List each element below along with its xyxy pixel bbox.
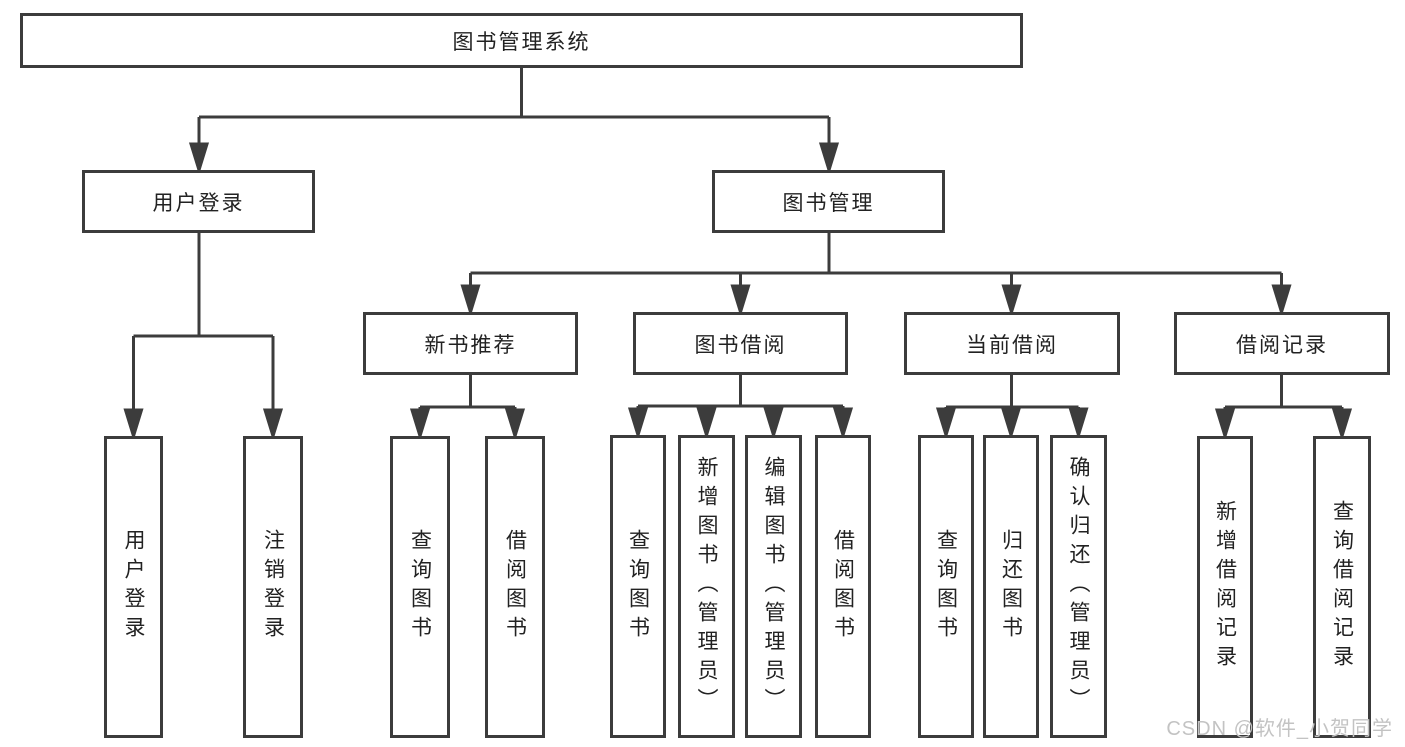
leaf-borrow-books: 借阅图书: [815, 435, 871, 738]
connector-book-management: [460, 233, 1292, 318]
node-label: 注销登录: [261, 529, 285, 645]
connector-new-book-recommend: [409, 375, 526, 442]
leaf-add-books-admin: 新增图书（管理员）: [678, 435, 735, 738]
node-new-book-recommend: 新书推荐: [363, 312, 578, 375]
node-label: 用户登录: [122, 529, 145, 645]
node-label: 查询图书: [626, 528, 650, 645]
leaf-user-login: 用户登录: [104, 436, 163, 738]
leaf-return-books: 归还图书: [983, 435, 1039, 738]
node-label: 确认归还（管理员）: [1067, 456, 1090, 717]
leaf-borrow-books-recommend: 借阅图书: [485, 436, 545, 738]
node-label: 借阅图书: [503, 529, 527, 645]
node-label: 新增图书（管理员）: [695, 456, 718, 717]
node-label: 借阅记录: [1236, 333, 1328, 357]
node-current-borrow: 当前借阅: [904, 312, 1120, 375]
connector-current-borrow: [935, 375, 1089, 441]
node-label: 查询图书: [408, 529, 432, 645]
node-label: 图书管理系统: [452, 30, 591, 54]
leaf-confirm-return-admin: 确认归还（管理员）: [1050, 435, 1107, 738]
leaf-query-books-recommend: 查询图书: [390, 436, 450, 738]
node-label: 图书管理: [782, 191, 875, 215]
node-label: 新书推荐: [424, 333, 517, 357]
node-label: 编辑图书（管理员）: [762, 456, 785, 717]
node-label: 查询图书: [934, 528, 958, 645]
connector-book-borrow: [627, 375, 854, 441]
leaf-query-books-current: 查询图书: [918, 435, 974, 738]
node-user-login: 用户登录: [82, 170, 315, 233]
leaf-add-borrow-record: 新增借阅记录: [1197, 436, 1253, 738]
node-label: 图书借阅: [694, 333, 787, 357]
csdn-watermark: CSDN @软件_小贺同学: [1166, 718, 1393, 740]
node-label: 用户登录: [152, 191, 245, 215]
connector-root: [188, 68, 840, 176]
node-book-management: 图书管理: [712, 170, 945, 233]
connector-borrow-records: [1214, 375, 1353, 442]
node-root-system: 图书管理系统: [20, 13, 1023, 68]
leaf-query-books-borrow: 查询图书: [610, 435, 666, 738]
node-book-borrow: 图书借阅: [633, 312, 848, 375]
leaf-query-borrow-record: 查询借阅记录: [1313, 436, 1371, 738]
node-label: 新增借阅记录: [1213, 500, 1237, 674]
node-label: 查询借阅记录: [1330, 500, 1354, 674]
node-label: 借阅图书: [831, 528, 855, 645]
leaf-edit-books-admin: 编辑图书（管理员）: [745, 435, 802, 738]
connector-user-login: [123, 233, 284, 442]
leaf-logout: 注销登录: [243, 436, 303, 738]
node-label: 当前借阅: [966, 333, 1058, 357]
node-borrow-records: 借阅记录: [1174, 312, 1390, 375]
node-label: 归还图书: [999, 528, 1023, 645]
